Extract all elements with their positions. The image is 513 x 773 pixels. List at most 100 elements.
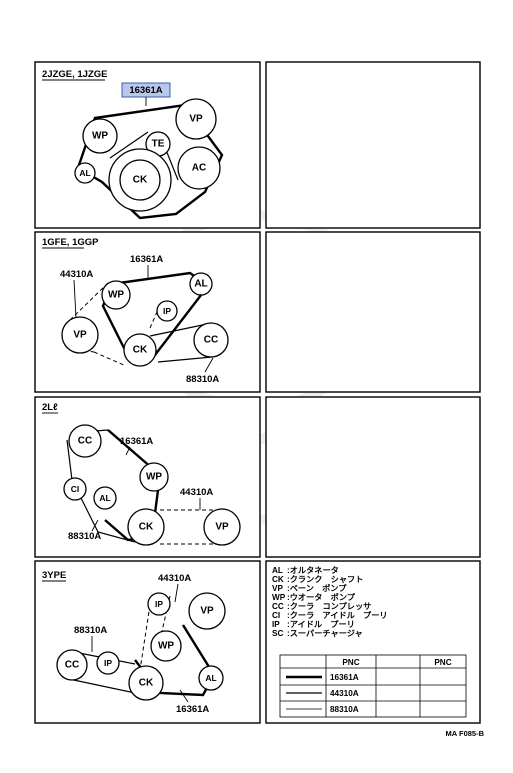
legend-code: CC — [272, 602, 284, 611]
legend-code: SC — [272, 629, 283, 638]
legend-desc: :オルタネータ — [287, 565, 339, 575]
pulley-label: AL — [99, 493, 110, 503]
legend-code: AL — [272, 566, 283, 575]
pulley-cc — [56, 649, 88, 681]
legend-code: CK — [272, 575, 284, 584]
part-number[interactable]: 44310A — [60, 269, 93, 280]
part-number[interactable]: 88310A — [74, 625, 107, 636]
panel-3ype: 3YPE 44310A 88310A 16361A IP VP WP CC IP… — [34, 560, 261, 724]
legend-desc: :ベーン ポンプ — [287, 583, 347, 593]
part-number[interactable]: 16361A — [129, 85, 162, 96]
panel-frame — [265, 560, 481, 724]
legend-code: CI — [272, 611, 280, 620]
belt-inner — [165, 149, 179, 181]
pulley-ip — [96, 651, 120, 675]
pulley-label: CK — [133, 345, 148, 356]
empty-panel — [265, 61, 481, 229]
legend-desc: :クーラ アイドル プーリ — [287, 610, 388, 620]
pulley-al — [189, 272, 213, 296]
pulley-ck — [119, 159, 161, 201]
pulley-cc — [68, 424, 102, 458]
legend-code: WP — [272, 593, 286, 602]
pulley-vp — [203, 508, 241, 546]
pulley-label: VP — [215, 522, 229, 533]
pulley-label: CC — [78, 436, 92, 447]
pulley-label: AL — [79, 168, 90, 178]
pulley-label: CK — [133, 175, 148, 186]
pulley-vp — [61, 316, 99, 354]
legend-code: IP — [272, 620, 280, 629]
pulley-label: CI — [71, 484, 80, 494]
belt-inner — [109, 131, 149, 159]
panel-title: 1GFE, 1GGP — [42, 237, 99, 248]
pnc-table: PNC PNC 16361A 44310A 88310A — [279, 654, 467, 718]
pulley-label: WP — [158, 641, 174, 652]
pulley-ip — [156, 300, 178, 322]
belt-88310a — [66, 439, 136, 543]
pulley-wp — [139, 462, 169, 492]
pulley-label: VP — [73, 330, 87, 341]
part-number[interactable]: 44310A — [158, 573, 191, 584]
legend-desc: :アイドル プーリ — [287, 619, 355, 629]
pulley-al — [74, 162, 96, 184]
pulley-ac — [177, 146, 221, 190]
pnc-cell[interactable]: 44310A — [330, 689, 359, 698]
pnc-cell[interactable]: 16361A — [330, 673, 359, 682]
pulley-label: CK — [139, 522, 154, 533]
panel-2jzge: 2JZGE, 1JZGE 16361A WP TE VP AL CK AC — [34, 61, 261, 229]
empty-panel — [265, 231, 481, 393]
pulley-ck — [128, 665, 164, 701]
pulley-wp — [101, 280, 131, 310]
pulley-label: IP — [155, 599, 163, 609]
pulley-label: AL — [194, 279, 207, 290]
pulley-label: VP — [200, 606, 214, 617]
pulley-al — [198, 665, 224, 691]
legend-desc: :クランク シャフト — [287, 574, 363, 584]
panel-frame — [34, 231, 261, 393]
pnc-header: PNC — [434, 658, 451, 667]
legend-code: VP — [272, 584, 283, 593]
pulley-ck — [123, 333, 157, 367]
pulley-ci — [63, 477, 87, 501]
legend-desc: :クーラ コンプレッサ — [287, 601, 371, 611]
pulley-al — [93, 486, 117, 510]
part-number[interactable]: 44310A — [180, 487, 213, 498]
part-number[interactable]: 16361A — [176, 704, 209, 715]
empty-panel — [265, 396, 481, 558]
part-number[interactable]: 88310A — [68, 531, 101, 542]
pulley-label: AL — [205, 673, 216, 683]
part-number[interactable]: 88310A — [186, 374, 219, 385]
legend-desc: :スーパーチャージャ — [287, 628, 363, 638]
pulley-wp — [82, 118, 118, 154]
part-number[interactable]: 16361A — [130, 254, 163, 265]
pulley-label: IP — [163, 306, 171, 316]
pulley-label: VP — [189, 114, 203, 125]
pulley-label: AC — [192, 163, 206, 174]
pulley-label: WP — [146, 472, 162, 483]
pulley-label: CC — [204, 335, 218, 346]
legend-list: AL :オルタネータ CK :クランク シャフト VP :ベーン ポンプ WP … — [272, 565, 388, 638]
legend-desc: :ウオータ ポンプ — [287, 592, 356, 602]
pulley-label: IP — [104, 658, 112, 668]
legend-panel: AL :オルタネータ CK :クランク シャフト VP :ベーン ポンプ WP … — [265, 560, 481, 724]
pnc-header: PNC — [342, 658, 359, 667]
pulley-label: CC — [65, 660, 79, 671]
pulley-label: TE — [152, 139, 165, 150]
pnc-table-frame — [279, 654, 467, 718]
pulley-ck — [127, 508, 165, 546]
panel-title: 3YPE — [42, 570, 66, 581]
panel-2l: 2Lℓ 16361A 44310A 88310A CC WP CI AL CK … — [34, 396, 261, 558]
pulley-cc — [193, 322, 229, 358]
pulley-vp — [188, 592, 226, 630]
panel-1gfe: 1GFE, 1GGP 44310A 16361A 88310A WP AL IP… — [34, 231, 261, 393]
pulley-label: CK — [139, 678, 154, 689]
belt-44310a — [160, 509, 222, 545]
pnc-cell[interactable]: 88310A — [330, 705, 359, 714]
part-number[interactable]: 16361A — [120, 436, 153, 447]
figure-code: MA F085-B — [446, 729, 485, 738]
panel-title: 2JZGE, 1JZGE — [42, 69, 107, 80]
pulley-label: WP — [92, 131, 108, 142]
panel-title: 2Lℓ — [42, 402, 58, 413]
